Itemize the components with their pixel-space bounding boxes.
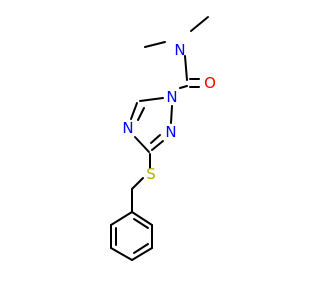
bond-ph-4 — [110, 247, 133, 261]
atom-o-carbonyl: O — [204, 74, 216, 92]
atom-n2-ring: N — [165, 123, 176, 141]
atom-n1-ring: N — [166, 88, 177, 106]
bonds — [110, 16, 209, 261]
bond-c3-n2 — [151, 140, 164, 151]
bond-c5-n4 — [130, 102, 138, 120]
atom-s-thioether: S — [146, 165, 156, 183]
bond-n4-c3 — [134, 136, 150, 153]
bond-methyl2-n — [190, 16, 209, 32]
atom-labels: N O N N N S — [122, 41, 216, 183]
bond-n1-c5 — [139, 97, 164, 102]
bond-ph-1 — [131, 211, 153, 226]
bond-ph-inner-2 — [133, 243, 149, 254]
atom-n4-ring: N — [122, 119, 133, 137]
bond-carbonyl-n1 — [179, 85, 188, 89]
atom-n-dimethyl: N — [174, 41, 185, 59]
bond-ph-3 — [131, 247, 153, 261]
bond-methyl1-n — [144, 41, 166, 48]
bond-ph-6 — [110, 211, 133, 226]
bond-ph-inner-1 — [133, 218, 149, 229]
bond-c3-n2-double — [150, 134, 161, 144]
bond-s-ch2 — [131, 177, 144, 190]
bond-n2-n1 — [170, 105, 173, 124]
bond-c5-n4-double — [137, 107, 145, 121]
bond-n-carbonyl-c — [184, 55, 188, 81]
molecule-structure: N O N N N S — [110, 16, 216, 261]
